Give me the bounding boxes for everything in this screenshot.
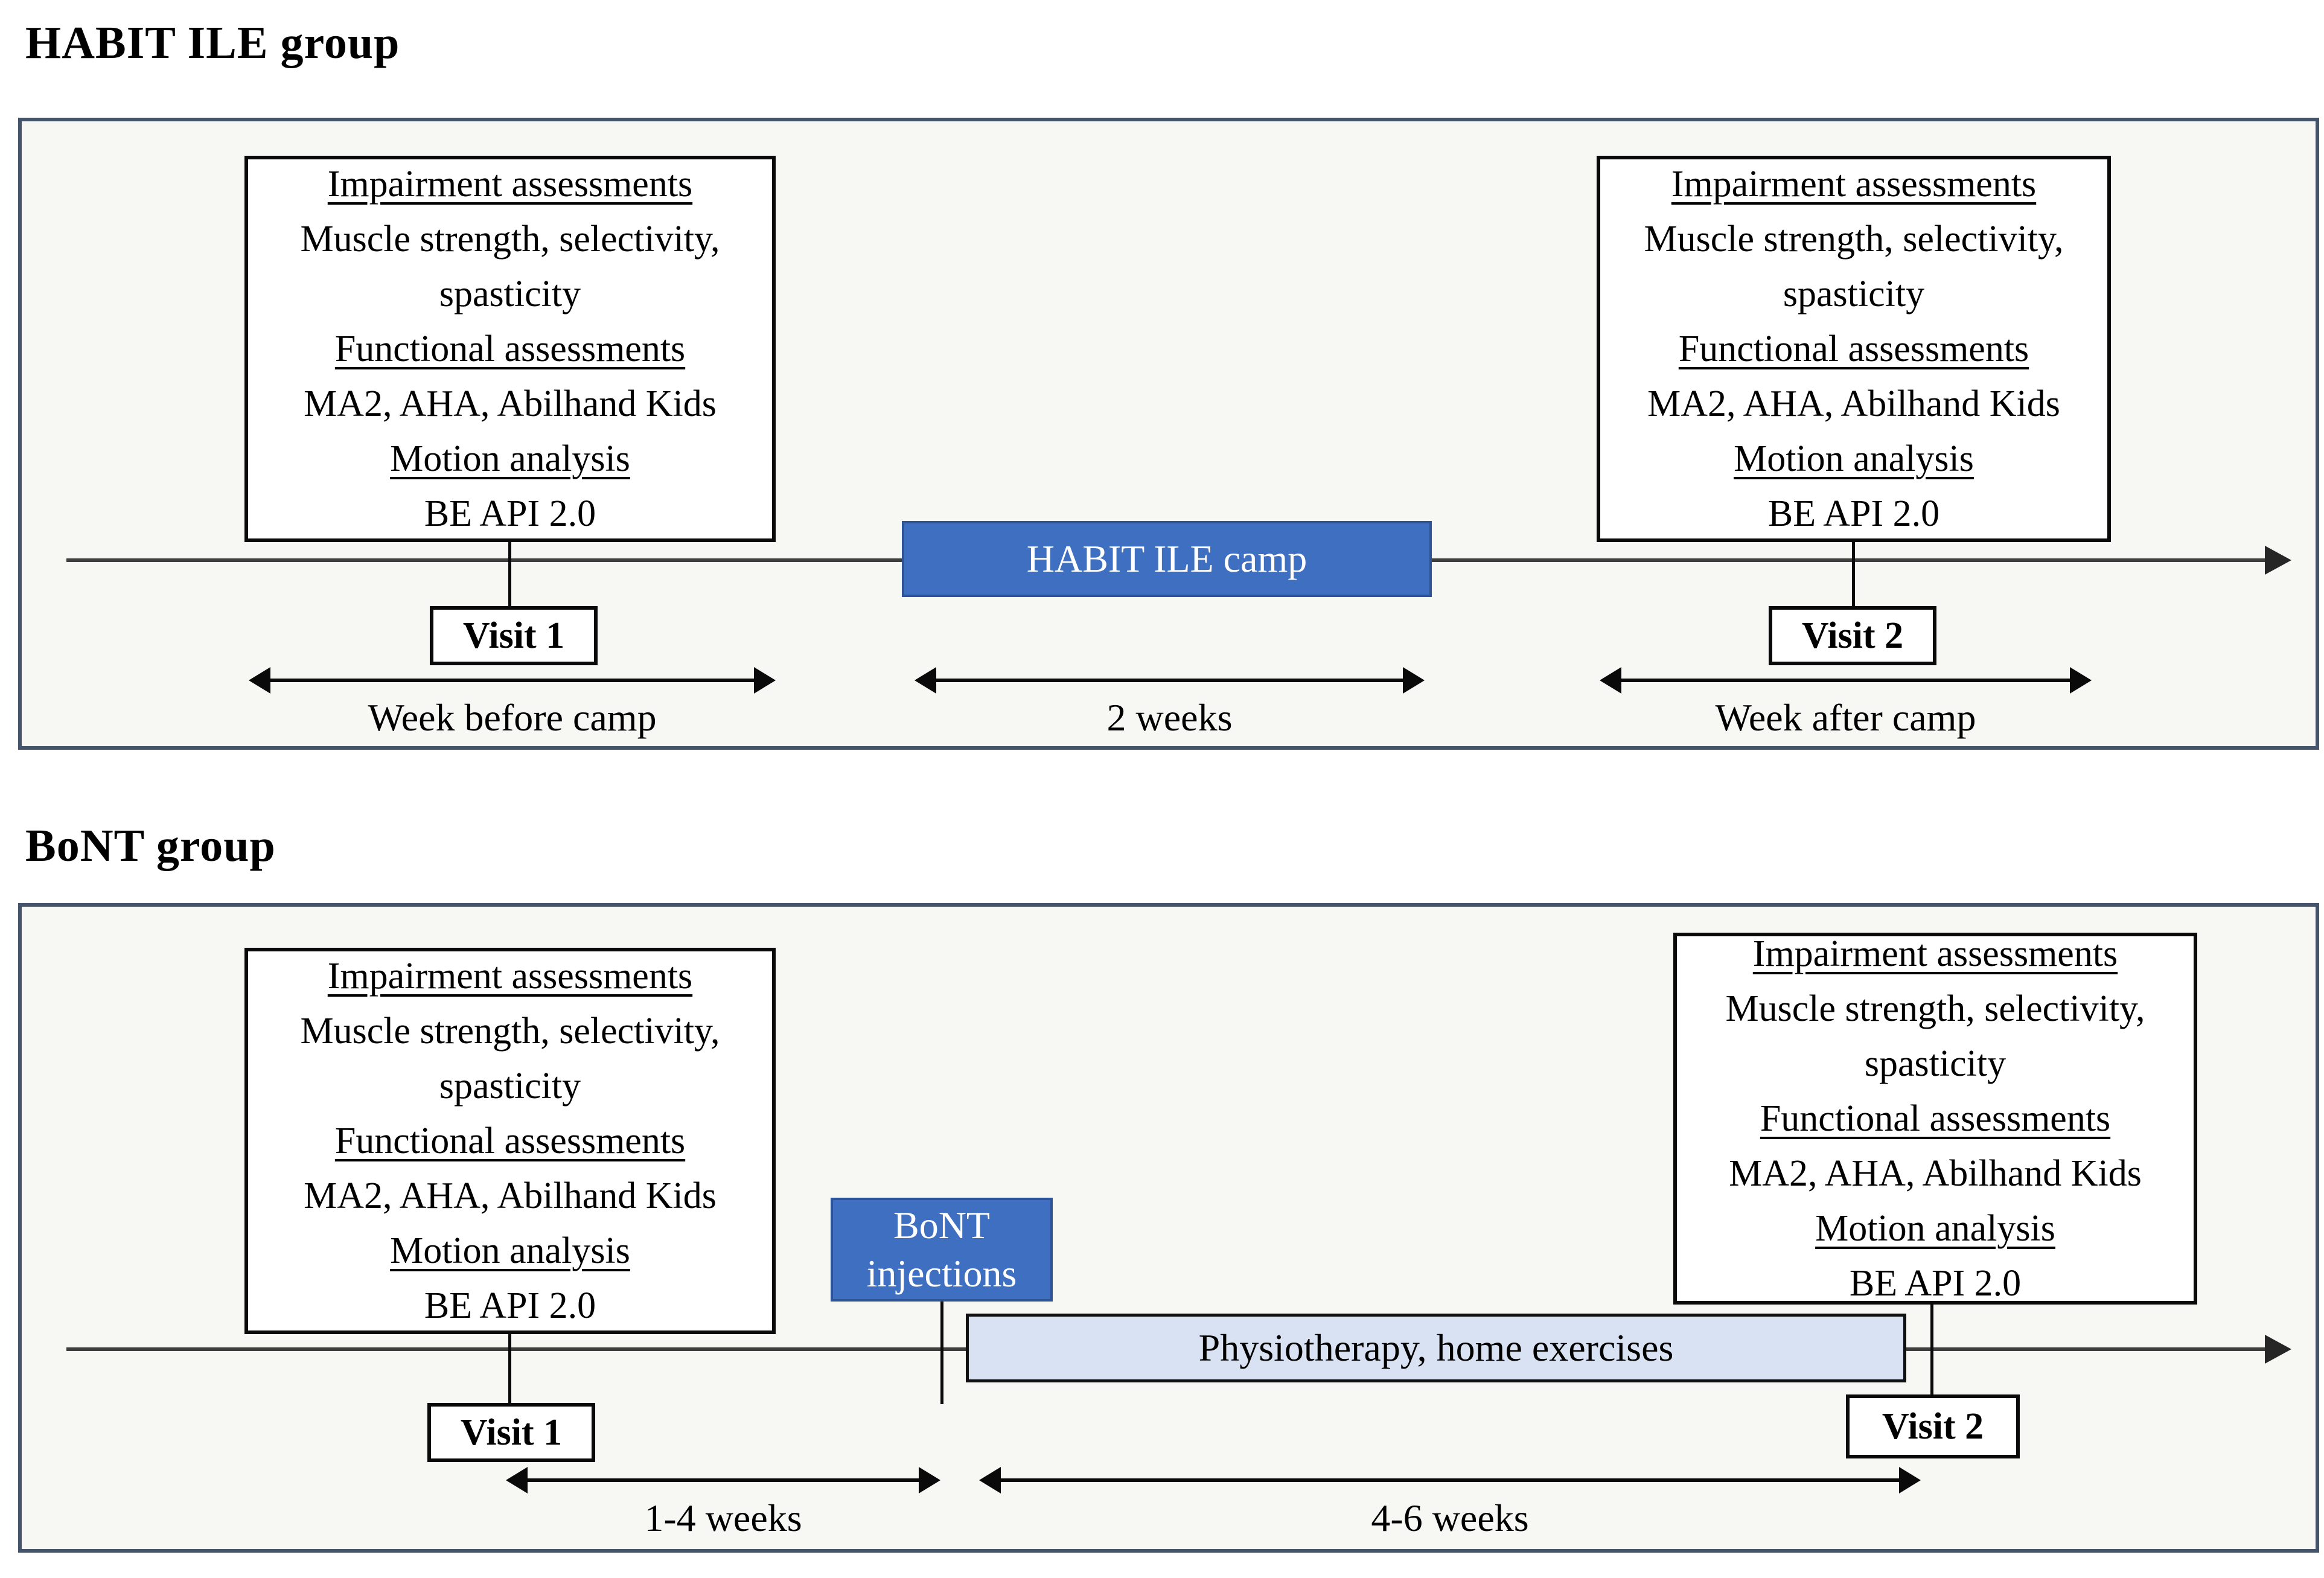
assessment-line: Muscle strength, selectivity,: [300, 1010, 720, 1052]
assessment-line: Muscle strength, selectivity,: [300, 218, 720, 260]
assessment-line: spasticity: [1864, 1043, 2006, 1084]
interval-arrow-week-before: [249, 667, 776, 694]
assessment-line: Impairment assessments: [1671, 163, 2037, 205]
physiotherapy-bar: Physiotherapy, home exercises: [966, 1314, 1906, 1382]
assessment-line: Impairment assessments: [327, 163, 693, 205]
timeline-arrowhead-icon: [2265, 546, 2291, 575]
visit-2-box-habit: Visit 2: [1769, 606, 1936, 665]
visit-1-box-habit: Visit 1: [430, 606, 598, 665]
assessment-box-habit-post: Impairment assessments Muscle strength, …: [1597, 156, 2111, 542]
assessment-line: MA2, AHA, Abilhand Kids: [1729, 1152, 2142, 1194]
arrowhead-right-icon: [754, 667, 776, 694]
assessment-line: spasticity: [439, 1065, 581, 1107]
interval-label-1-4-weeks: 1-4 weeks: [644, 1497, 802, 1539]
assessment-line: Functional assessments: [1678, 328, 2029, 369]
interval-arrow-week-after: [1600, 667, 2092, 694]
visit-label: Visit 2: [1801, 615, 1904, 656]
assessment-line: Motion analysis: [1815, 1207, 2055, 1249]
visit-label: Visit 1: [462, 615, 565, 656]
section-title-habit-ile: HABIT ILE group: [25, 18, 400, 68]
assessment-line: Motion analysis: [390, 1230, 630, 1271]
assessment-line: BE API 2.0: [1767, 493, 1940, 534]
habit-ile-camp-box: HABIT ILE camp: [902, 521, 1432, 597]
assessment-line: spasticity: [439, 273, 581, 315]
arrow-shaft: [933, 679, 1406, 682]
timeline-arrowhead-icon: [2265, 1335, 2291, 1364]
interval-label-4-6-weeks: 4-6 weeks: [1371, 1497, 1529, 1539]
assessment-line: Functional assessments: [1760, 1097, 2111, 1139]
assessment-line: Functional assessments: [334, 1120, 686, 1161]
assessment-box-habit-pre: Impairment assessments Muscle strength, …: [244, 156, 776, 542]
assessment-line: BE API 2.0: [424, 1285, 596, 1326]
arrow-shaft: [267, 679, 758, 682]
assessment-line: Functional assessments: [334, 328, 686, 369]
arrowhead-right-icon: [1899, 1467, 1921, 1493]
physiotherapy-label: Physiotherapy, home exercises: [1198, 1326, 1674, 1369]
assessment-line: MA2, AHA, Abilhand Kids: [1647, 383, 2060, 424]
arrow-shaft: [524, 1478, 922, 1482]
camp-label: HABIT ILE camp: [1026, 537, 1307, 580]
interval-arrow-4-6-weeks: [979, 1467, 1921, 1493]
visit-label: Visit 2: [1882, 1405, 1984, 1447]
visit-1-box-bont: Visit 1: [427, 1403, 595, 1462]
interval-label-week-before: Week before camp: [368, 696, 657, 739]
interval-label-2-weeks: 2 weeks: [1106, 696, 1233, 739]
connector-line: [1930, 1304, 1933, 1396]
arrowhead-right-icon: [1403, 667, 1425, 694]
assessment-line: Motion analysis: [1734, 438, 1974, 479]
section-title-bont: BoNT group: [25, 820, 276, 871]
visit-2-box-bont: Visit 2: [1846, 1394, 2020, 1458]
assessment-line: BE API 2.0: [1849, 1262, 2022, 1304]
connector-line: [508, 1333, 511, 1404]
connector-line: [508, 541, 511, 607]
arrow-shaft: [997, 1478, 1903, 1482]
assessment-box-bont-pre: Impairment assessments Muscle strength, …: [244, 948, 776, 1334]
injections-label-line2: injections: [866, 1252, 1017, 1295]
assessment-line: Muscle strength, selectivity,: [1644, 218, 2064, 260]
assessment-line: spasticity: [1783, 273, 1925, 315]
interval-arrow-1-4-weeks: [506, 1467, 940, 1493]
assessment-line: MA2, AHA, Abilhand Kids: [304, 1175, 717, 1216]
injections-label-line1: BoNT: [893, 1204, 990, 1247]
assessment-line: Impairment assessments: [1752, 933, 2118, 974]
arrow-shaft: [1618, 679, 2073, 682]
interval-label-week-after: Week after camp: [1715, 696, 1976, 739]
assessment-box-bont-post: Impairment assessments Muscle strength, …: [1673, 933, 2197, 1305]
assessment-line: Muscle strength, selectivity,: [1725, 988, 2145, 1029]
arrowhead-right-icon: [919, 1467, 940, 1493]
bont-injections-box: BoNT injections: [831, 1198, 1053, 1302]
interval-arrow-2-weeks: [915, 667, 1425, 694]
assessment-line: Motion analysis: [390, 438, 630, 479]
injection-tick-line: [940, 1302, 943, 1404]
connector-line: [1852, 541, 1855, 607]
assessment-line: Impairment assessments: [327, 955, 693, 997]
assessment-line: MA2, AHA, Abilhand Kids: [304, 383, 717, 424]
visit-label: Visit 1: [460, 1411, 563, 1453]
arrowhead-right-icon: [2070, 667, 2092, 694]
assessment-line: BE API 2.0: [424, 493, 596, 534]
